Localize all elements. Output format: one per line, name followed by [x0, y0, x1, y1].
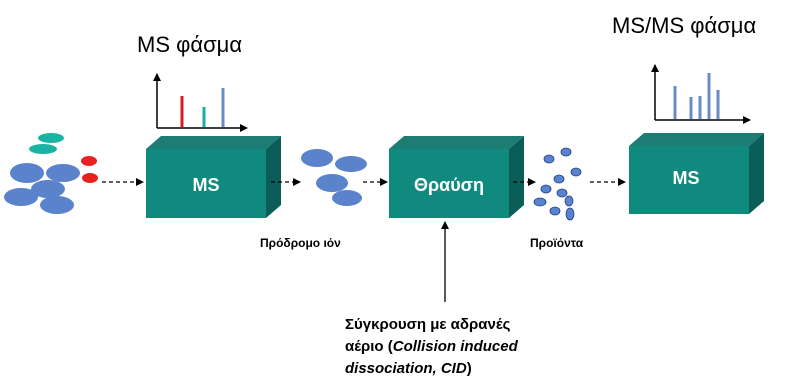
fragmentation-box-label: Θραύση	[414, 175, 484, 195]
right-spectrum-title: MS/MS φάσμα	[612, 13, 756, 38]
collision-note: Σύγκρουση με αδρανές αέριο (Collision in…	[345, 316, 519, 377]
ms-box-1-label: MS	[193, 175, 220, 195]
collision-note-line2: αέριο (Collision induced	[345, 338, 519, 355]
precursor-ions	[301, 149, 367, 206]
collision-note-line3: dissociation, CID)	[345, 360, 472, 377]
products-label: Προϊόντα	[530, 236, 584, 250]
fragmentation-box	[389, 136, 524, 218]
ms-box-2	[629, 133, 764, 214]
left-spectrum-axes	[153, 73, 248, 132]
ms-box-1	[146, 136, 281, 218]
collision-note-line1: Σύγκρουση με αδρανές	[345, 316, 511, 333]
right-spectrum-axes	[651, 64, 751, 124]
ms-box-2-label: MS	[673, 168, 700, 188]
ion-mixture	[4, 133, 98, 214]
product-ions	[533, 147, 582, 221]
left-spectrum-title: MS φάσμα	[137, 32, 242, 57]
precursor-ion-label: Πρόδρομο ιόν	[260, 236, 341, 250]
